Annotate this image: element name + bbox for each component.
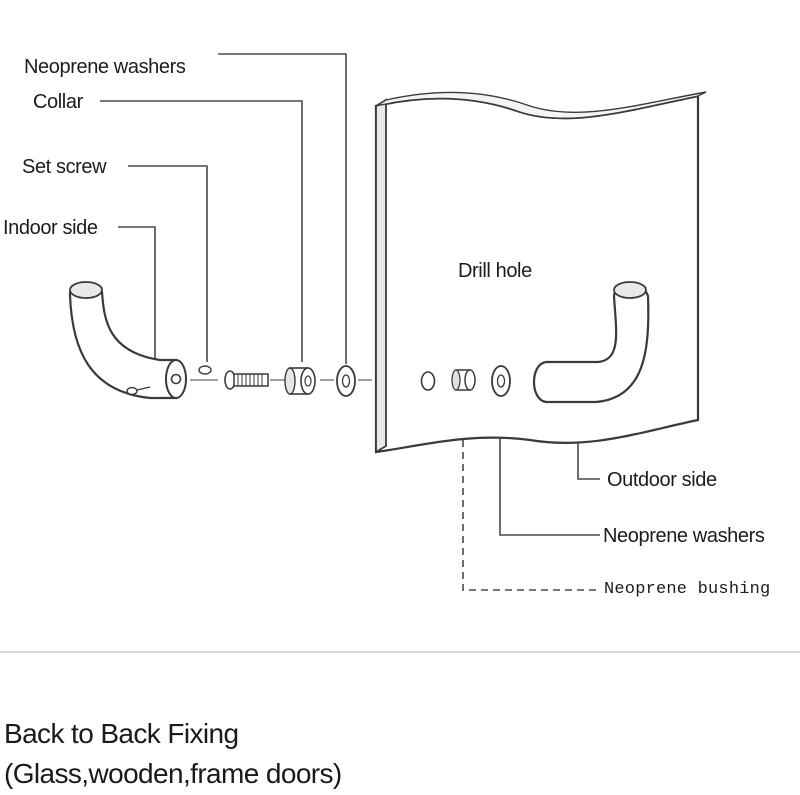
label-collar: Collar [33, 91, 83, 113]
indoor-handle [68, 281, 187, 400]
label-outdoor-side: Outdoor side [607, 469, 717, 491]
label-indoor-side: Indoor side [3, 217, 98, 239]
small-screws [126, 365, 212, 396]
leader-neoprene-washers-left [218, 53, 347, 364]
label-neoprene-washers-left: Neoprene washers [24, 56, 186, 78]
outdoor-handle [533, 281, 650, 404]
washer-right [491, 365, 511, 397]
leader-indoor-side [118, 226, 156, 363]
caption-subtitle: (Glass,wooden,frame doors) [4, 758, 342, 789]
leader-set-screw [128, 165, 208, 362]
leader-neoprene-bushing [462, 392, 600, 591]
collar [284, 367, 316, 395]
leader-neoprene-washers-right [499, 392, 600, 536]
threaded-bolt [224, 370, 269, 390]
drill-hole [420, 371, 436, 391]
label-neoprene-washers-right: Neoprene washers [603, 525, 765, 547]
caption-title: Back to Back Fixing [4, 718, 239, 749]
leader-collar [100, 100, 303, 362]
label-drill-hole: Drill hole [458, 260, 532, 282]
bushing [451, 369, 476, 391]
label-set-screw: Set screw [22, 156, 107, 178]
washer-left [336, 365, 356, 397]
label-neoprene-bushing: Neoprene bushing [604, 580, 771, 599]
